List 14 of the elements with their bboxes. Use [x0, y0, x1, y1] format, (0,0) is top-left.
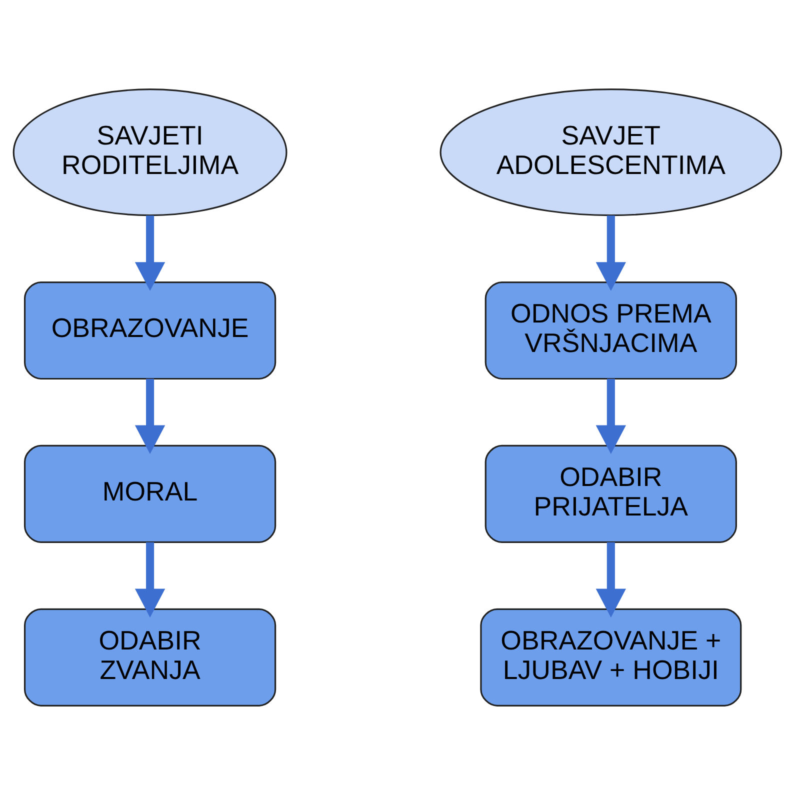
node-box: ODNOS PREMA VRŠNJACIMA: [484, 280, 737, 380]
node-box: ODABIR ZVANJA: [24, 608, 276, 706]
arrow: [134, 215, 166, 290]
node-box: ODABIR PRIJATELJA: [484, 444, 737, 542]
node-box: OBRAZOVANJE: [24, 280, 276, 380]
arrow: [134, 378, 166, 454]
node-ellipse: SAVJET ADOLESCENTIMA: [440, 88, 782, 216]
arrow: [596, 215, 626, 290]
arrow: [134, 542, 166, 617]
node-ellipse: SAVJETI RODITELJIMA: [12, 88, 288, 216]
node-box: OBRAZOVANJE + LJUBAV + HOBIJI: [480, 608, 742, 706]
node-box: MORAL: [24, 444, 276, 542]
arrow: [596, 378, 626, 454]
arrow: [596, 542, 626, 617]
